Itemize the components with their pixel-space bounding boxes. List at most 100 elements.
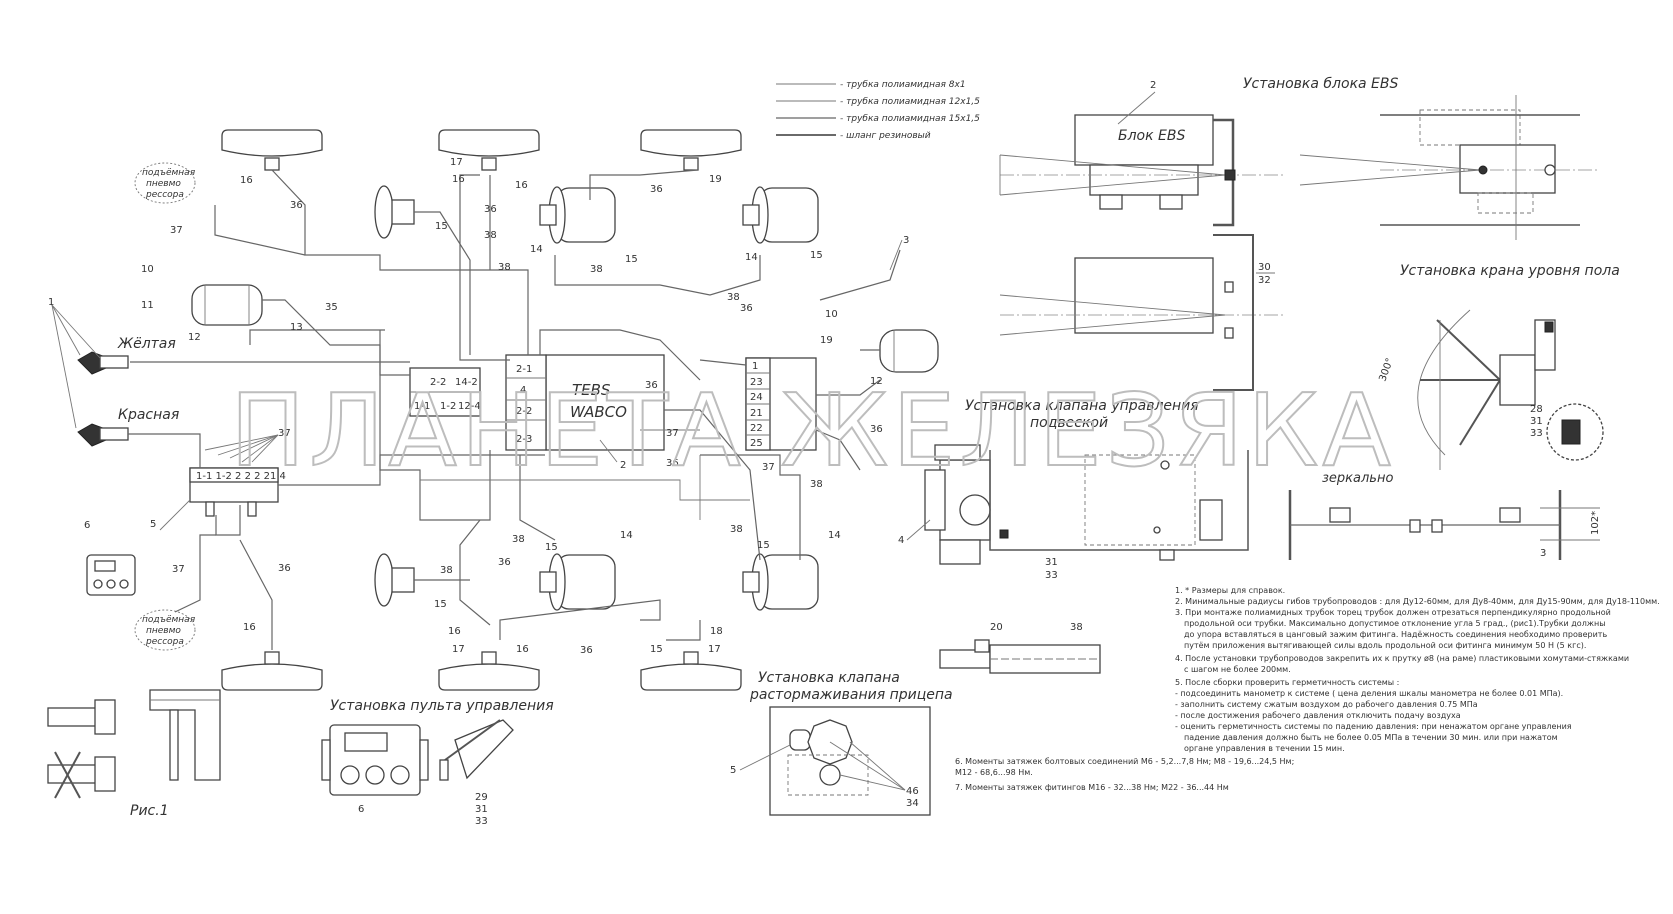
svg-text:36: 36 (278, 563, 291, 574)
svg-text:29: 29 (475, 792, 488, 803)
svg-text:путём приложения вытягивающей: путём приложения вытягивающей силы вдоль… (1184, 641, 1586, 650)
svg-text:17: 17 (452, 644, 465, 655)
svg-text:14: 14 (620, 530, 633, 541)
svg-text:19: 19 (820, 335, 833, 346)
svg-text:падение давления должно быть н: падение давления должно быть не более 0.… (1184, 733, 1558, 742)
svg-text:38: 38 (512, 534, 525, 545)
ebs-block-label: Блок EBS (1118, 128, 1185, 144)
svg-text:16: 16 (448, 626, 461, 637)
svg-text:7. Моменты затяжек фитингов М1: 7. Моменты затяжек фитингов М16 - 32...3… (955, 783, 1229, 792)
svg-text:38: 38 (590, 264, 603, 275)
svg-text:М12 - 68,6...98 Нм.: М12 - 68,6...98 Нм. (955, 768, 1033, 777)
brake-chambers (374, 185, 819, 611)
tire-top-right (640, 129, 742, 157)
svg-text:16: 16 (243, 622, 256, 633)
svg-text:25: 25 (750, 438, 763, 449)
svg-text:24: 24 (750, 392, 763, 403)
svg-text:36: 36 (484, 204, 497, 215)
svg-text:- оценить герметичность систем: - оценить герметичность системы по паден… (1175, 722, 1572, 731)
suspension-valve-title-2: подвеской (1030, 415, 1108, 431)
svg-text:5: 5 (730, 765, 736, 776)
distribution-block: 2-2 14-2 1-1 1-2 12-4 (409, 367, 481, 417)
svg-text:2: 2 (1150, 80, 1156, 91)
svg-text:15: 15 (757, 540, 770, 551)
svg-text:1: 1 (752, 361, 758, 372)
svg-text:38: 38 (1070, 622, 1083, 633)
notes-block: 1. * Размеры для справок. 2. Минимальные… (955, 586, 1660, 792)
svg-text:15: 15 (434, 599, 447, 610)
fitting-detail: 20 38 (939, 622, 1101, 674)
svg-text:36: 36 (498, 557, 511, 568)
svg-text:23: 23 (750, 377, 763, 388)
wabco-label: WABCO (570, 403, 627, 421)
svg-text:37: 37 (666, 428, 679, 439)
release-valve-title-2: растормаживания прицепа (749, 687, 953, 703)
yellow-coupling-label: Жёлтая (117, 336, 176, 352)
svg-text:34: 34 (906, 798, 919, 809)
svg-text:- подсоединить манометр к сист: - подсоединить манометр к системе ( цена… (1175, 689, 1563, 698)
svg-text:31: 31 (1530, 416, 1543, 427)
svg-text:38: 38 (730, 524, 743, 535)
svg-text:46: 46 (906, 786, 919, 797)
svg-text:16: 16 (452, 174, 465, 185)
svg-text:1. * Размеры для справок.: 1. * Размеры для справок. (1175, 586, 1285, 595)
leader-lines (51, 239, 903, 531)
suspension-valve-detail: Установка клапана управления подвеской 3… (898, 398, 1249, 581)
release-valve-title-1: Установка клапана (758, 670, 900, 686)
svg-text:30: 30 (1258, 262, 1271, 273)
svg-text:37: 37 (170, 225, 183, 236)
svg-text:36: 36 (870, 424, 883, 435)
tire-top-left (221, 129, 323, 157)
svg-text:4: 4 (898, 535, 904, 546)
svg-text:16: 16 (515, 180, 528, 191)
svg-text:11: 11 (141, 300, 154, 311)
floor-valve-title: Установка крана уровня пола (1400, 263, 1620, 279)
svg-text:рессора: рессора (145, 637, 184, 647)
svg-text:- заполнить систему сжатым воз: - заполнить систему сжатым воздухом до р… (1175, 700, 1478, 709)
svg-text:до упора вставляться в цанговы: до упора вставляться в цанговый зажим фи… (1184, 630, 1607, 639)
tebs-label: TEBS (572, 381, 611, 399)
svg-text:3: 3 (1540, 548, 1546, 559)
svg-text:продольной оси трубки. Максима: продольной оси трубки. Максимально допус… (1184, 619, 1606, 628)
svg-text:37: 37 (172, 564, 185, 575)
svg-text:14: 14 (828, 530, 841, 541)
svg-text:1-2: 1-2 (440, 401, 456, 412)
svg-text:36: 36 (666, 458, 679, 469)
fig1-detail: Рис.1 (47, 689, 221, 819)
tebs-modulator: TEBS WABCO 2-1 4 2-2 2-3 1 23 24 21 22 2… (505, 354, 817, 451)
control-panel-title: Установка пульта управления (330, 698, 554, 714)
svg-text:2-2: 2-2 (516, 406, 532, 417)
suspension-valve-title-1: Установка клапана управления (965, 398, 1199, 414)
svg-text:1-1: 1-1 (414, 401, 430, 412)
svg-text:14: 14 (530, 244, 543, 255)
svg-text:102*: 102* (1590, 511, 1601, 535)
svg-text:37: 37 (278, 428, 291, 439)
svg-text:подъёмная: подъёмная (142, 168, 196, 178)
svg-text:20: 20 (990, 622, 1003, 633)
tire-top-mid (438, 129, 540, 157)
svg-text:2-2: 2-2 (430, 377, 446, 388)
svg-text:14-2: 14-2 (455, 377, 478, 388)
svg-text:3: 3 (903, 235, 909, 246)
tire-bottom-mid (438, 663, 540, 691)
svg-text:5: 5 (150, 519, 156, 530)
svg-text:10: 10 (825, 309, 838, 320)
svg-text:2. Минимальные радиусы гибов т: 2. Минимальные радиусы гибов трубопровод… (1175, 597, 1660, 606)
svg-text:4. После установки трубопровод: 4. После установки трубопроводов закрепи… (1175, 654, 1629, 663)
svg-text:38: 38 (484, 230, 497, 241)
svg-text:35: 35 (325, 302, 338, 313)
svg-text:36: 36 (650, 184, 663, 195)
ebs-install-title: Установка блока EBS (1243, 76, 1399, 92)
svg-text:28: 28 (1530, 404, 1543, 415)
svg-text:12-4: 12-4 (458, 401, 481, 412)
svg-text:16: 16 (516, 644, 529, 655)
svg-text:12: 12 (188, 332, 201, 343)
floor-valve-detail: Установка крана уровня пола 28 31 33 300… (1288, 263, 1620, 560)
svg-text:15: 15 (625, 254, 638, 265)
legend-item-2: - трубка полиамидная 12х1,5 (840, 97, 980, 107)
svg-text:16: 16 (240, 175, 253, 186)
mirror-label: зеркально (1322, 471, 1393, 486)
svg-text:2: 2 (620, 460, 626, 471)
svg-text:14: 14 (745, 252, 758, 263)
